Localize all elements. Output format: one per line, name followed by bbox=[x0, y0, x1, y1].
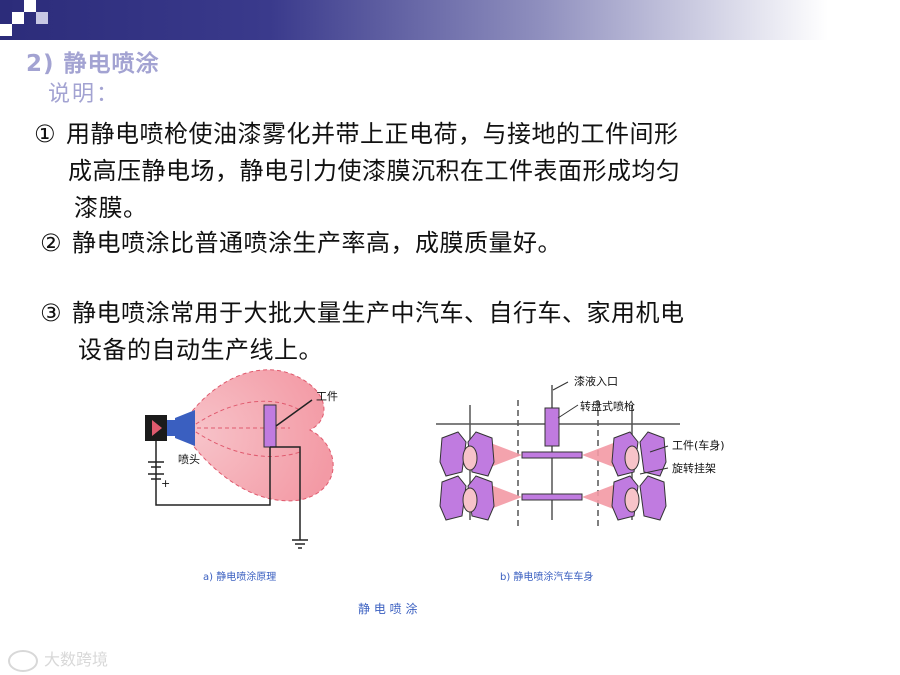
leader-lines-right bbox=[552, 381, 669, 475]
hanger-loops bbox=[462, 445, 640, 513]
spray-cones-right bbox=[488, 442, 616, 510]
point-text: 漆膜。 bbox=[74, 194, 148, 222]
watermark-logo-icon bbox=[8, 649, 38, 672]
label-paint-inlet: 漆液入口 bbox=[574, 374, 618, 388]
subtitle: 说明： bbox=[48, 82, 121, 107]
circuit-wiring bbox=[148, 399, 313, 549]
label-workpiece-right: 工件(车身) bbox=[672, 438, 725, 452]
point-number: ① bbox=[34, 120, 57, 148]
label-workpiece-left: 工件 bbox=[316, 390, 338, 403]
caption-right: b) 静电喷涂汽车车身 bbox=[500, 570, 593, 583]
watermark-text: 大数跨境 bbox=[44, 650, 109, 669]
spray-field bbox=[179, 369, 334, 502]
spray-gun bbox=[145, 410, 195, 446]
workpiece-plate bbox=[263, 404, 277, 448]
point-3: ③ 静电喷涂常用于大批大量生产中汽车、自行车、家用机电 设备的自动生产线上。 bbox=[40, 295, 685, 369]
point-2: ② 静电喷涂比普通喷涂生产率高，成膜质量好。 bbox=[40, 225, 562, 262]
point-text: 静电喷涂常用于大批大量生产中汽车、自行车、家用机电 bbox=[72, 299, 685, 327]
watermark: 大数跨境 bbox=[8, 646, 108, 672]
label-rotary-gun: 转盘式喷枪 bbox=[580, 399, 635, 413]
rotary-gun bbox=[521, 407, 583, 501]
point-text: 成高压静电场，静电引力使漆膜沉积在工件表面形成均匀 bbox=[68, 157, 681, 185]
point-1: ① 用静电喷枪使油漆雾化并带上正电荷，与接地的工件间形 成高压静电场，静电引力使漆… bbox=[34, 116, 681, 227]
figure-main-caption: 静 电 喷 涂 bbox=[358, 601, 417, 616]
point-text: 用静电喷枪使油漆雾化并带上正电荷，与接地的工件间形 bbox=[66, 120, 679, 148]
caption-left: a) 静电喷涂原理 bbox=[203, 570, 276, 583]
label-rotating-hanger: 旋转挂架 bbox=[672, 461, 716, 475]
point-text: 静电喷涂比普通喷涂生产率高，成膜质量好。 bbox=[72, 229, 562, 257]
label-nozzle: 喷头 bbox=[178, 453, 200, 466]
point-number: ② bbox=[40, 229, 63, 257]
title-banner bbox=[0, 0, 900, 40]
point-text: 设备的自动生产线上。 bbox=[78, 336, 323, 364]
label-plus: + bbox=[161, 477, 170, 490]
point-number: ③ bbox=[40, 299, 63, 327]
section-title: 2) 静电喷涂 bbox=[26, 51, 160, 77]
